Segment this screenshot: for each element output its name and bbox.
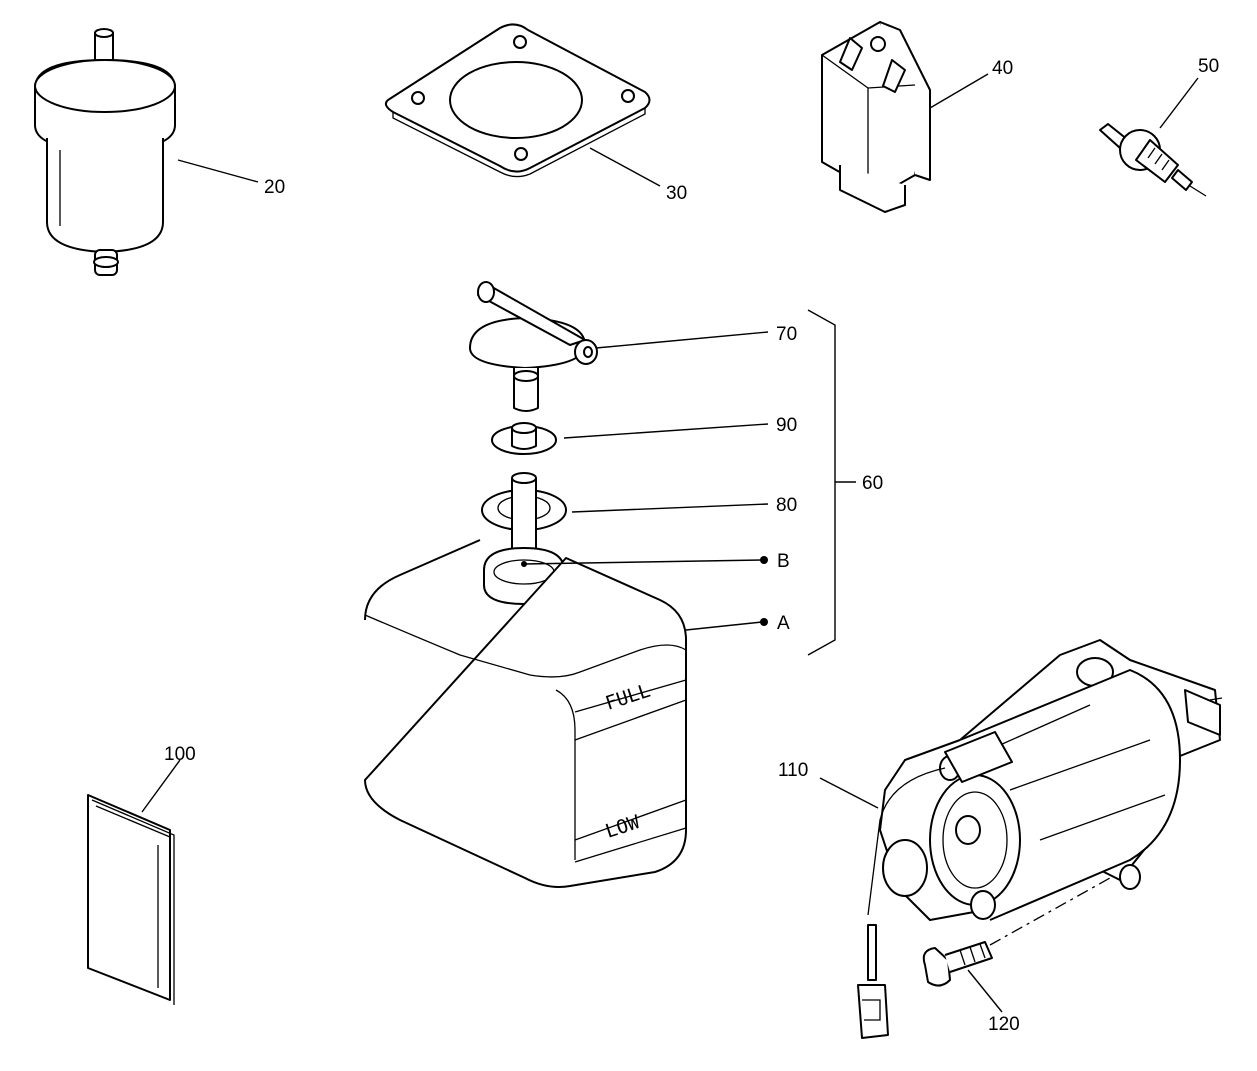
label-60: 60	[862, 473, 883, 494]
label-30: 30	[666, 183, 687, 204]
tank-assembly-part-60: FULL LOW	[364, 281, 836, 888]
label-a: A	[777, 613, 790, 634]
label-40: 40	[992, 58, 1013, 79]
label-110: 110	[778, 760, 808, 781]
label-20: 20	[264, 177, 285, 198]
label-50: 50	[1198, 56, 1219, 77]
label-80: 80	[776, 495, 797, 516]
gasket-part-30	[384, 23, 651, 178]
washer-part-90	[491, 422, 557, 455]
booklet-part-100	[87, 794, 175, 1005]
leader-lines	[141, 73, 1199, 1013]
cap-part-70	[469, 281, 598, 412]
ref-point-a	[760, 618, 768, 626]
control-unit-part-40	[821, 21, 931, 213]
bolt-part-120	[922, 877, 1111, 987]
sensor-part-50	[1099, 123, 1207, 197]
label-120: 120	[988, 1014, 1020, 1035]
assembly-bracket	[807, 309, 836, 656]
label-70: 70	[776, 324, 797, 345]
callout-labels: 20 30 40 50 70 90 80 60 B A 100 110 120	[164, 56, 1219, 1035]
starter-motor-part-110	[857, 639, 1223, 1039]
reservoir-tank: FULL LOW	[364, 539, 687, 888]
label-b: B	[777, 551, 790, 572]
label-100: 100	[164, 744, 196, 765]
ref-point-b	[760, 556, 768, 564]
label-90: 90	[776, 415, 797, 436]
fuel-filter-part-20	[34, 28, 176, 276]
